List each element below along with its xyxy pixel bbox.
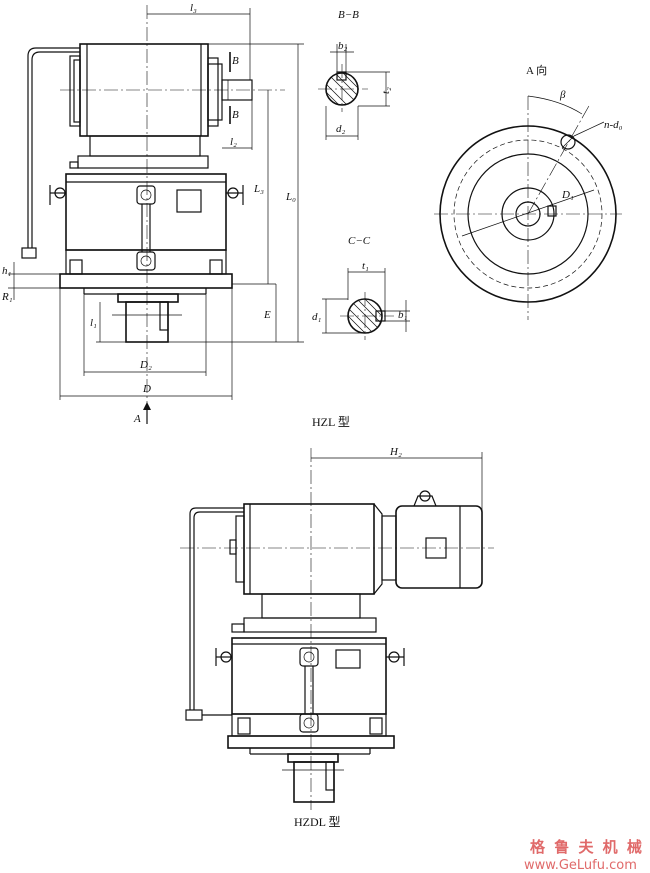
label-n-d0: n-d₀ xyxy=(604,119,623,131)
view-a: A 向 n-d₀ β D₁ xyxy=(434,63,623,320)
dim-D: D xyxy=(142,383,151,395)
dim-L0: L₀ xyxy=(285,191,296,203)
dim-d2: d₂ xyxy=(336,123,346,135)
dim-b2: b₂ xyxy=(338,40,348,52)
label-b-top: B xyxy=(232,55,239,67)
dim-l2: l₂ xyxy=(230,136,237,148)
dim-l1: l₁ xyxy=(90,317,97,329)
hzl-drawing: l₃ B B l₂ L₃ L₀ E h₁ R₁ l₁ D₂ xyxy=(1,2,304,425)
dim-l3: l₃ xyxy=(190,2,197,14)
dim-E: E xyxy=(263,309,271,321)
dim-d1: d₁ xyxy=(312,311,322,323)
label-b-bottom: B xyxy=(232,109,239,121)
dim-D1: D₁ xyxy=(561,189,574,201)
section-cc-title: C−C xyxy=(348,235,371,247)
hzdl-drawing: H₂ xyxy=(180,446,494,810)
label-beta: β xyxy=(559,89,566,101)
caption-hzl: HZL 型 xyxy=(312,415,350,429)
section-cc: C−C t₁ d₁ b₁ xyxy=(312,235,410,340)
dim-L3: L₃ xyxy=(253,183,264,195)
watermark-cn: 格 鲁 夫 机 械 xyxy=(530,838,644,856)
dim-b1: b₁ xyxy=(398,309,408,321)
dim-t1: t₁ xyxy=(362,260,369,272)
dim-H2: H₂ xyxy=(389,446,402,458)
dim-h1: h₁ xyxy=(2,265,12,277)
watermark-url: www.GeLufu.com xyxy=(524,858,637,873)
section-bb-title: B−B xyxy=(338,9,359,21)
view-a-title: A 向 xyxy=(526,63,547,77)
view-a-arrow-label: A xyxy=(133,413,141,425)
dim-R1: R₁ xyxy=(1,291,13,303)
dim-t2: t₂ xyxy=(380,87,392,94)
section-bb: B−B b₂ t₂ d₂ xyxy=(318,9,392,140)
dim-D2: D₂ xyxy=(139,359,152,371)
caption-hzdl: HZDL 型 xyxy=(294,815,341,829)
